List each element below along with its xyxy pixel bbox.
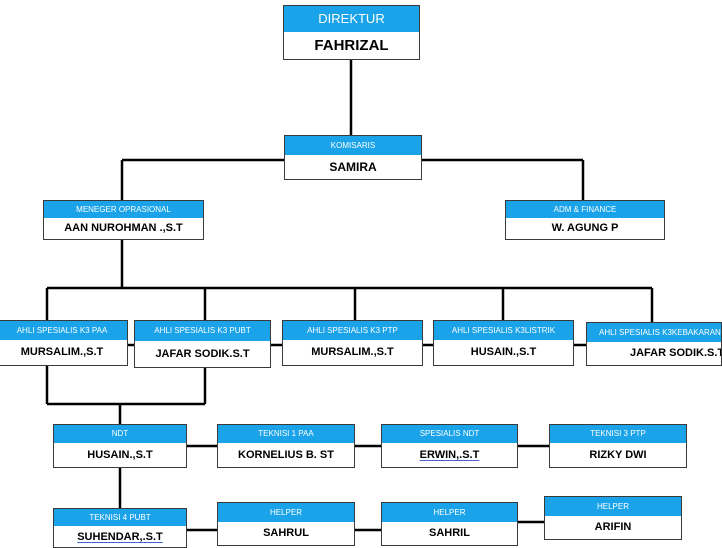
node-teknisi3-name: RIZKY DWI [589,449,647,461]
node-ahli-k3-ptp: AHLI SPESIALIS K3 PTP MURSALIM.,S.T [282,320,423,366]
node-helper-arifin: HELPER ARIFIN [544,496,682,540]
node-helper3-name: ARIFIN [594,521,632,533]
node-k3pubt-name: JAFAR SODIK.S.T [155,348,250,360]
node-adm-finance: ADM & FINANCE W. AGUNG P [505,200,665,240]
node-teknisi3-title: TEKNISI 3 PTP [550,425,686,443]
node-ahli-k3-listrik: AHLI SPESIALIS K3LISTRIK HUSAIN.,S.T [433,320,574,366]
node-ndt-title: NDT [54,425,186,443]
node-meneger-title: MENEGER OPRASIONAL [44,201,203,218]
node-k3pubt-title: AHLI SPESIALIS K3 PUBT [135,321,270,341]
node-k3kebakaran-name: JAFAR SODIK.S.T [630,347,721,359]
teknisi4-name-text: SUHENDAR,.S.T [77,531,163,543]
node-teknisi1-name: KORNELIUS B. ST [238,449,334,461]
node-k3paa-name: MURSALIM.,S.T [20,346,104,358]
node-teknisi-3-ptp: TEKNISI 3 PTP RIZKY DWI [549,424,687,468]
node-ahli-k3-paa: AHLI SPESIALIS K3 PAA MURSALIM.,S.T [0,320,128,366]
node-helper-sahrul: HELPER SAHRUL [217,502,355,546]
node-komisaris: KOMISARIS SAMIRA [284,135,422,180]
node-meneger-name: AAN NUROHMAN .,S.T [64,222,183,234]
node-spesialis-ndt-title: SPESIALIS NDT [382,425,517,443]
node-spesialis-ndt-name: ERWIN,.S.T [382,443,517,467]
node-k3listrik-name: HUSAIN.,S.T [470,346,537,358]
node-spesialis-ndt: SPESIALIS NDT ERWIN,.S.T [381,424,518,468]
node-k3paa-title: AHLI SPESIALIS K3 PAA [0,321,127,340]
node-k3listrik-title: AHLI SPESIALIS K3LISTRIK [434,321,573,340]
node-ndt: NDT HUSAIN.,S.T [53,424,187,468]
node-helper1-title: HELPER [218,503,354,522]
node-helper-sahril: HELPER SAHRIL [381,502,518,546]
node-teknisi4-title: TEKNISI 4 PUBT [54,509,186,526]
node-teknisi-1-paa: TEKNISI 1 PAA KORNELIUS B. ST [217,424,355,468]
node-adm-name: W. AGUNG P [551,222,619,234]
node-helper2-name: SAHRIL [429,527,470,539]
node-direktur-name: FAHRIZAL [314,37,389,54]
node-adm-title: ADM & FINANCE [506,201,664,218]
node-direktur: DIREKTUR FAHRIZAL [283,5,420,60]
node-helper1-name: SAHRUL [263,527,309,539]
spesialis-ndt-name-text: ERWIN,.S.T [419,449,480,461]
node-teknisi1-title: TEKNISI 1 PAA [218,425,354,443]
node-helper3-title: HELPER [545,497,681,516]
node-komisaris-title: KOMISARIS [285,136,421,155]
node-direktur-title: DIREKTUR [284,6,419,32]
node-ahli-k3-kebakaran: AHLI SPESIALIS K3KEBAKARAN JAFAR SODIK.S… [586,322,722,366]
node-ahli-k3-pubt: AHLI SPESIALIS K3 PUBT JAFAR SODIK.S.T [134,320,271,368]
node-teknisi4-name: SUHENDAR,.S.T [54,526,186,548]
node-k3kebakaran-title: AHLI SPESIALIS K3KEBAKARAN [587,323,721,342]
node-komisaris-name: SAMIRA [329,160,377,174]
node-meneger-oprasional: MENEGER OPRASIONAL AAN NUROHMAN .,S.T [43,200,204,240]
node-k3ptp-title: AHLI SPESIALIS K3 PTP [283,321,422,340]
node-k3ptp-name: MURSALIM.,S.T [311,346,394,358]
node-teknisi-4-pubt: TEKNISI 4 PUBT SUHENDAR,.S.T [53,508,187,548]
node-helper2-title: HELPER [382,503,517,522]
node-ndt-name: HUSAIN.,S.T [87,449,153,461]
